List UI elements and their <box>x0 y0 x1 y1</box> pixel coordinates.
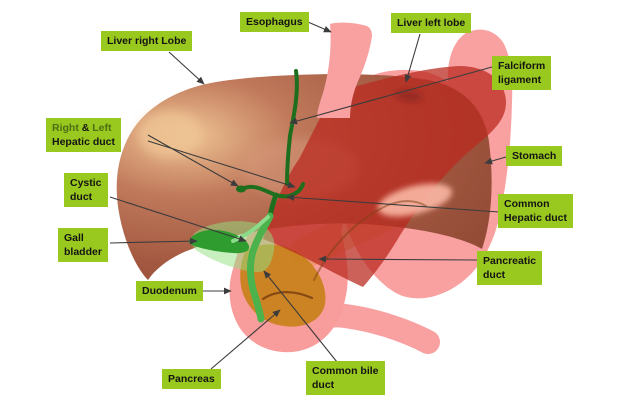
label-cystic-duct: Cystic duct <box>64 173 108 207</box>
arrow-liver-right-lobe <box>168 51 205 85</box>
label-gall-bladder: Gall bladder <box>58 228 108 262</box>
arrow-liver-left-lobe <box>404 33 421 83</box>
stomach-highlight <box>377 183 453 217</box>
arrow-pancreas <box>210 309 281 370</box>
arrow-pancreatic-duct <box>318 255 479 263</box>
label-esophagus: Esophagus <box>240 12 309 32</box>
label-pancreatic-duct: Pancreatic duct <box>477 251 543 285</box>
label-duodenum: Duodenum <box>136 281 203 301</box>
pancreatic-duct-tail-shape <box>313 200 427 281</box>
label-liver-left-lobe: Liver left lobe <box>391 13 472 33</box>
arrow-cystic-duct <box>109 196 247 243</box>
label-common-hepatic-duct: Common Hepatic duct <box>498 194 574 228</box>
arrow-gall-bladder <box>109 237 198 245</box>
label-right-left-hepatic-duct: Right & Left Hepatic duct <box>46 118 122 152</box>
arrow-esophagus <box>307 21 332 33</box>
arrow-stomach <box>484 156 507 165</box>
left-hepatic-duct-tip <box>236 185 246 193</box>
pancreatic-duct-shape <box>261 291 314 301</box>
arrow-common-hepatic <box>286 194 500 213</box>
common-bile-duct-shape <box>247 212 274 323</box>
label-common-bile-duct: Common bile duct <box>306 361 385 395</box>
arrow-right-hepatic <box>147 134 239 187</box>
label-stomach: Stomach <box>506 146 563 166</box>
left-hepatic-duct-shape <box>239 185 277 197</box>
lobe-dimple <box>395 89 423 103</box>
arrow-left-hepatic <box>147 140 296 189</box>
liver-left-lobe-shape <box>263 66 507 287</box>
label-pancreas: Pancreas <box>162 369 221 389</box>
label-falciform-ligament: Falciform ligament <box>492 56 552 90</box>
gall-bladder-shape <box>188 229 250 254</box>
arrow-falciform <box>289 66 493 125</box>
esophagus-shape <box>317 22 372 118</box>
arrow-common-bile-duct <box>263 270 338 363</box>
liver-highlight <box>138 111 202 157</box>
falciform-ligament-shape <box>285 69 299 186</box>
label-liver-right-lobe: Liver right Lobe <box>101 31 193 51</box>
